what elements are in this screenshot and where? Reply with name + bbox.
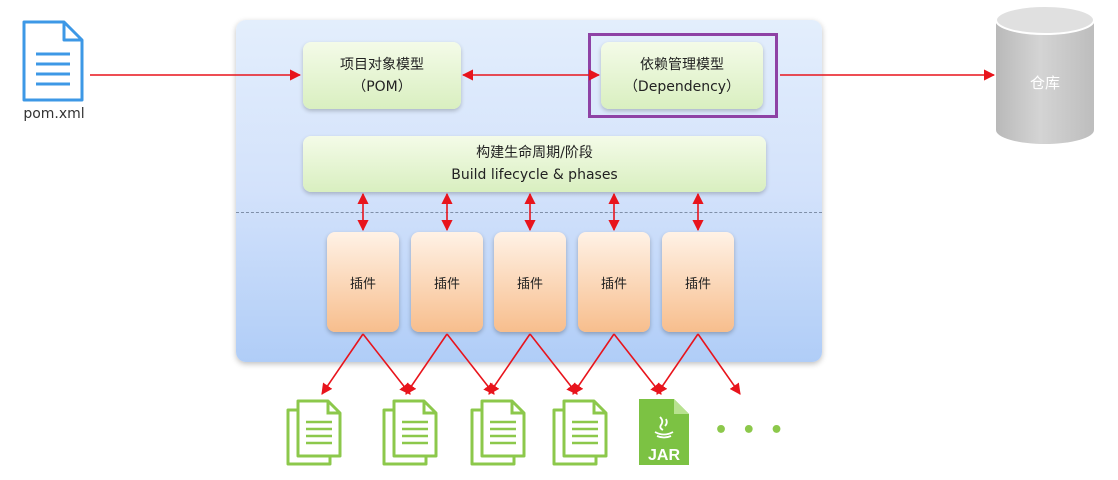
output-files-icon-2 [382, 399, 438, 466]
lifecycle-title: 构建生命周期/阶段 [476, 145, 593, 161]
pom-model-box: 项目对象模型 （POM） [303, 42, 461, 109]
output-files-icon-3 [470, 399, 526, 466]
plugin-box-3: 插件 [494, 232, 566, 332]
arrow-plugin2-output-b [446, 333, 495, 395]
dependency-model-title: 依赖管理模型 [640, 56, 724, 73]
plugin-label: 插件 [516, 276, 543, 292]
jar-label: JAR [648, 447, 680, 464]
arrow-plugin3-output-b [529, 333, 578, 395]
lifecycle-subtitle: Build lifecycle & phases [451, 167, 618, 183]
plugin-box-1: 插件 [327, 232, 399, 332]
plugin-label: 插件 [684, 276, 711, 292]
output-files-icon-1 [286, 399, 342, 466]
pom-model-subtitle: （POM） [352, 78, 412, 95]
plugin-box-5: 插件 [662, 232, 734, 332]
repository-label: 仓库 [1029, 74, 1060, 92]
arrow-plugin2-output-a [405, 333, 448, 395]
repository-cylinder-icon [995, 5, 1095, 144]
plugin-label: 插件 [349, 276, 376, 292]
lifecycle-box: 构建生命周期/阶段 Build lifecycle & phases [303, 136, 766, 192]
output-files-icon-4 [552, 399, 608, 466]
arrow-plugin3-output-a [488, 333, 531, 395]
arrow-plugin4-output-a [572, 333, 615, 395]
arrow-plugin5-output-b [697, 333, 741, 395]
arrow-plugin1-output-b [362, 333, 411, 395]
plugin-label: 插件 [600, 276, 627, 292]
arrow-plugin1-output-a [321, 333, 364, 395]
jar-file-icon: JAR [639, 399, 689, 465]
plugin-label: 插件 [433, 276, 460, 292]
plugin-box-4: 插件 [578, 232, 650, 332]
pom-file-label: pom.xml [23, 106, 85, 122]
dependency-model-box: 依赖管理模型 （Dependency） [601, 42, 763, 109]
plugin-box-2: 插件 [411, 232, 483, 332]
pom-document-icon [22, 20, 84, 102]
pom-model-title: 项目对象模型 [340, 56, 424, 73]
arrow-plugin5-output-a [656, 333, 699, 395]
more-outputs-ellipsis: • • • [714, 418, 787, 443]
arrow-plugin4-output-b [613, 333, 662, 395]
dependency-model-subtitle: （Dependency） [623, 78, 741, 95]
